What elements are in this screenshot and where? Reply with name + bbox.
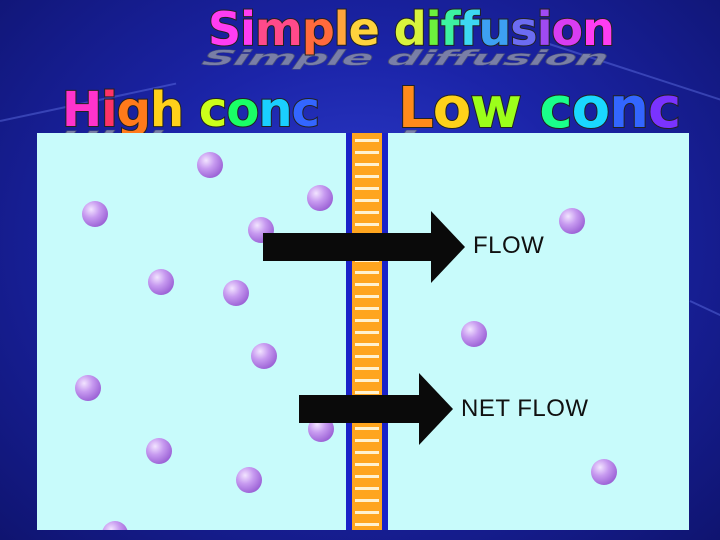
solute-particle	[75, 375, 101, 401]
net-flow-arrow	[299, 395, 421, 423]
solute-particle	[223, 280, 249, 306]
solute-particle	[148, 269, 174, 295]
membrane-rungs	[355, 139, 379, 526]
membrane-rung	[355, 451, 379, 454]
membrane-rung	[355, 511, 379, 514]
low-conc-label: Low conc	[397, 75, 682, 142]
membrane-rung	[355, 199, 379, 202]
membrane-rung	[355, 271, 379, 274]
membrane-rung	[355, 379, 379, 382]
membrane-rung	[355, 163, 379, 166]
membrane-rung	[355, 463, 379, 466]
membrane-rung	[355, 187, 379, 190]
membrane-rung	[355, 367, 379, 370]
membrane-rung	[355, 439, 379, 442]
membrane-rung	[355, 283, 379, 286]
membrane-rung	[355, 223, 379, 226]
solute-particle	[82, 201, 108, 227]
flow-arrow	[263, 233, 433, 261]
low-conc-wordart: Low conc Low conc	[384, 75, 687, 155]
membrane-rung	[355, 295, 379, 298]
title-wordart: Simple diffusion Simple diffusion	[194, 1, 617, 70]
flow-label: FLOW	[473, 232, 545, 259]
membrane-rung	[355, 499, 379, 502]
membrane-rung	[355, 487, 379, 490]
solute-particle	[102, 521, 128, 530]
membrane-rung	[355, 307, 379, 310]
membrane-rung	[355, 355, 379, 358]
membrane-rung	[355, 343, 379, 346]
solute-particle	[591, 459, 617, 485]
membrane-rung	[355, 319, 379, 322]
solute-particle	[236, 467, 262, 493]
membrane-rung	[355, 175, 379, 178]
solute-particle	[461, 321, 487, 347]
cell-membrane	[346, 133, 388, 530]
slide-title: Simple diffusion	[207, 1, 616, 57]
solute-particle	[197, 152, 223, 178]
membrane-rung	[355, 211, 379, 214]
solute-particle	[559, 208, 585, 234]
high-conc-label: High conc	[61, 81, 321, 139]
membrane-rung	[355, 391, 379, 394]
membrane-rung	[355, 523, 379, 526]
membrane-rung	[355, 331, 379, 334]
solute-particle	[307, 185, 333, 211]
solute-particle	[251, 343, 277, 369]
membrane-rung	[355, 475, 379, 478]
membrane-rung	[355, 151, 379, 154]
net-flow-label: NET FLOW	[461, 395, 589, 422]
membrane-rung	[355, 139, 379, 142]
membrane-rung	[355, 427, 379, 430]
high-conc-wordart: High conc High conc	[48, 81, 323, 152]
solute-particle	[146, 438, 172, 464]
